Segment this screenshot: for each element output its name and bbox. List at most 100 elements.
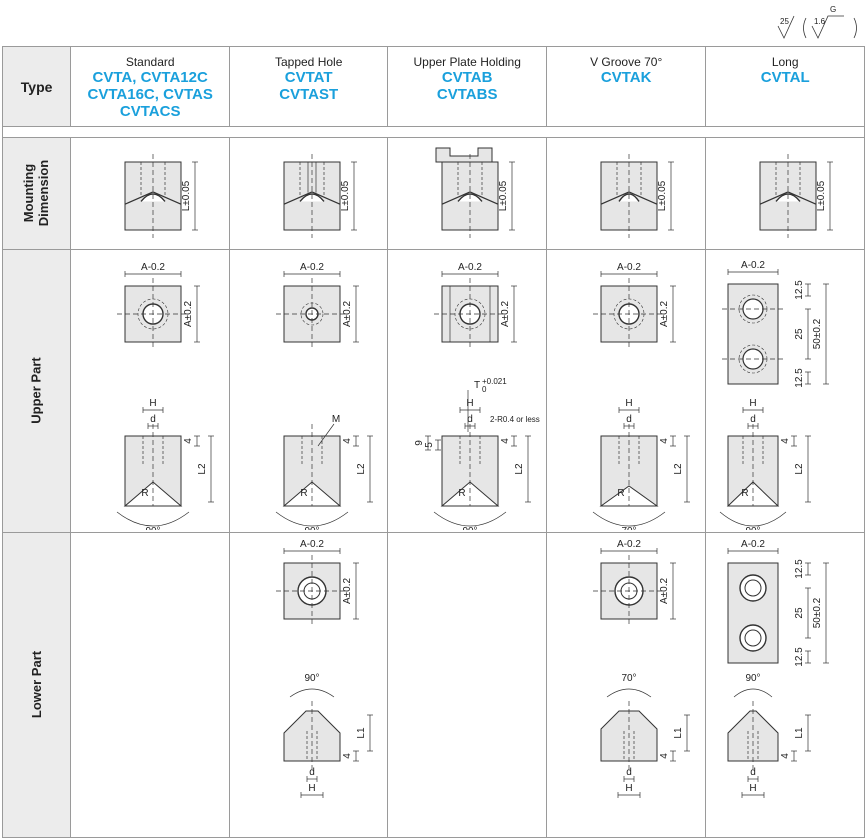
width-dimension-label: A-0.2 (300, 539, 324, 550)
width-dimension-label: A-0.2 (741, 539, 765, 550)
hole-dimension-label: d (626, 767, 632, 778)
counterbore-dimension-label: H (750, 398, 757, 409)
radius-label: R (742, 488, 749, 499)
four-dimension-label: 4 (780, 438, 791, 444)
header-row: Type Standard CVTA, CVTA12C CVTA16C, CVT… (1, 46, 866, 127)
holding-plate (435, 147, 493, 163)
l2-dimension-label: L2 (514, 463, 525, 475)
lower-label: Lower Part (1, 532, 72, 838)
thread-leader (317, 423, 335, 447)
width-dimension-label: A-0.2 (141, 262, 165, 273)
pitch-dimension-label: 25 (794, 607, 805, 619)
lower-plate (387, 532, 548, 838)
v-angle-label: 90° (305, 526, 320, 530)
counterbore-dimension-label: H (150, 398, 157, 409)
col-tapped-hole: Tapped Hole CVTAT CVTAST (229, 46, 389, 127)
mounting-label-line2: Dimension (36, 159, 52, 226)
hole-dimension-label: d (750, 414, 756, 425)
col-code: CVTAST (279, 86, 339, 103)
col-standard: Standard CVTA, CVTA12C CVTA16C, CVTAS CV… (70, 46, 231, 127)
width-dimension-label: A-0.2 (617, 262, 641, 273)
radius-label: R (301, 488, 308, 499)
col-title: Long (771, 55, 799, 69)
lower-label-text: Lower Part (29, 650, 45, 719)
col-title: V Groove 70° (590, 55, 663, 69)
hole-dimension-label: d (150, 414, 156, 425)
l2-dimension-label: L2 (197, 463, 208, 475)
length-dimension-label: L±0.05 (181, 180, 192, 211)
paren-right-icon (853, 17, 857, 39)
paren-left-icon (803, 17, 807, 39)
height-dimension-label: A±0.2 (659, 301, 670, 327)
v-angle-label: 90° (305, 673, 320, 684)
col-title: Tapped Hole (274, 55, 343, 69)
length-dimension-label: L±0.05 (816, 180, 827, 211)
corner-radius-label: 2-R0.4 or less (490, 415, 540, 424)
roughness-left-value: 25 (780, 17, 789, 26)
bolt-hole (744, 629, 762, 647)
tol-T-label: T (474, 380, 480, 391)
col-code: CVTA, CVTA12C (92, 69, 208, 86)
gap-row (1, 126, 866, 138)
length-dimension-label: L±0.05 (340, 180, 351, 211)
height-dimension-label: A±0.2 (342, 301, 353, 327)
radius-label: R (142, 488, 149, 499)
width-dimension-label: A-0.2 (617, 539, 641, 550)
thread-label: M (332, 414, 340, 425)
v-groove-line (283, 191, 341, 205)
roughness-grade: G (830, 5, 836, 14)
upper-side-block (727, 435, 779, 507)
four-dimension-label: 4 (780, 753, 791, 759)
mount-tapped: L±0.05 (229, 137, 389, 250)
angle-arc (606, 688, 652, 698)
col-code: CVTACS (119, 103, 181, 120)
lower-standard (70, 532, 231, 838)
angle-arc (733, 688, 773, 698)
angle-arc (719, 511, 787, 527)
col-code: CVTAL (760, 69, 810, 86)
v-angle-label: 90° (746, 526, 761, 530)
margin-dimension-label: 12.5 (794, 368, 805, 388)
v-angle-label: 90° (146, 526, 161, 530)
height-dimension-label: A±0.2 (500, 301, 511, 327)
bolt-hole (744, 579, 762, 597)
angle-arc (275, 511, 349, 527)
spec-table: Type Standard CVTA, CVTA12C CVTA16C, CVT… (1, 46, 866, 838)
roughness-right-value: 1.6 (814, 17, 826, 26)
v-angle-label: 70° (622, 526, 637, 530)
four-dimension-label: 4 (342, 753, 353, 759)
nine-dimension-label: 9 (414, 440, 425, 446)
length-dimension-label: L±0.05 (657, 180, 668, 211)
five-dimension-label: 5 (424, 442, 435, 448)
mount-standard: L±0.05 (70, 137, 231, 250)
angle-arc (116, 511, 190, 527)
hole-dimension-label: d (626, 414, 632, 425)
mount-long: L±0.05 (705, 137, 866, 250)
v-groove-line (124, 191, 182, 205)
v-groove-line (759, 191, 817, 205)
four-dimension-label: 4 (659, 438, 670, 444)
width-dimension-label: A-0.2 (300, 262, 324, 273)
l2-dimension-label: L2 (356, 463, 367, 475)
angle-arc (592, 511, 666, 527)
v-angle-label: 90° (463, 526, 478, 530)
margin-dimension-label: 12.5 (794, 280, 805, 300)
surface-roughness-symbols: 25 1.6 G (777, 5, 857, 39)
v-angle-label: 70° (622, 673, 637, 684)
tol-lower-label: 0 (482, 385, 487, 394)
length-dimension-label: 50±0.2 (812, 597, 823, 628)
col-code: CVTAT (284, 69, 333, 86)
height-dimension-label: A±0.2 (659, 578, 670, 604)
col-v-groove: V Groove 70° CVTAK (546, 46, 707, 127)
col-title: Standard (125, 55, 175, 69)
col-code: CVTAB (441, 69, 493, 86)
hole-dimension-label: d (750, 767, 756, 778)
